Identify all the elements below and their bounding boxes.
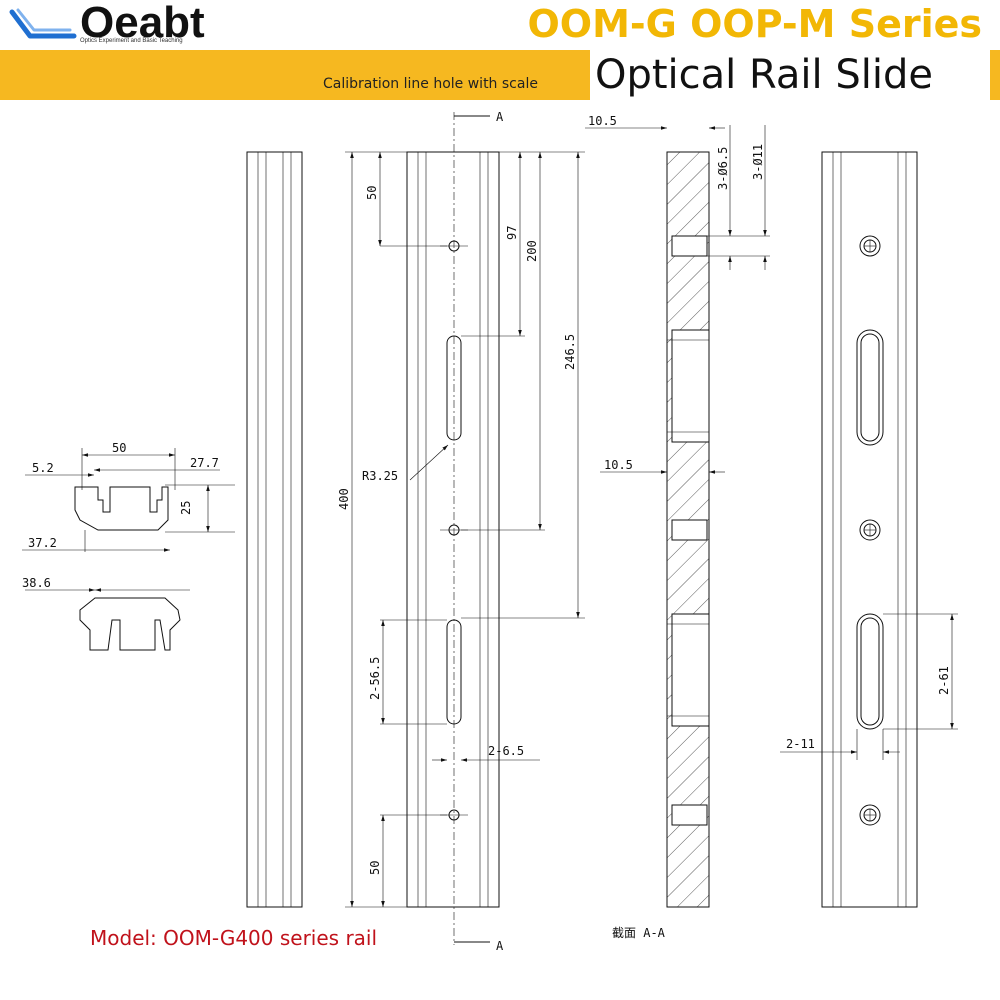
dim-section-top: 10.5 — [588, 114, 617, 128]
dim-slot-length: 2-56.5 — [368, 657, 382, 700]
section-label: 截面 A-A — [612, 926, 666, 940]
logo-icon — [9, 8, 77, 39]
header: Oeabt Optics Experiment and Basic Teachi… — [0, 0, 1000, 110]
dim-profile-bottom: 38.6 — [22, 576, 51, 590]
dim-top-slot-len: 2-61 — [937, 666, 951, 695]
banner-subtitle: Calibration line hole with scale — [323, 76, 538, 92]
section-mark-bottom: A — [496, 939, 504, 953]
section-mark-top: A — [496, 110, 504, 124]
dim-slot-width: 2-6.5 — [488, 744, 524, 758]
dim-profile-width: 50 — [112, 441, 126, 455]
dim-center-hole: 246.5 — [563, 334, 577, 370]
dim-profile-right: 27.7 — [190, 456, 219, 470]
top-view: 2-61 2-11 — [780, 151, 958, 908]
series-title: OOM-G OOP-M Series — [527, 2, 982, 46]
dim-top-slot-wid: 2-11 — [786, 737, 815, 751]
dim-top-hole: 50 — [365, 186, 379, 200]
dim-large-hole: 3-Ø11 — [751, 144, 765, 180]
model-caption: Model: OOM-G400 series rail — [90, 926, 378, 950]
dim-bottom-hole: 50 — [368, 861, 382, 875]
front-view: A A 50 97 200 246.5 R3.25 400 2-56.5 2-6… — [337, 110, 585, 953]
dim-slot-start: 97 — [505, 226, 519, 240]
section-view: 10.5 3-Ø6.5 3-Ø11 10.5 截面 A-A — [585, 114, 770, 940]
side-view — [246, 151, 303, 908]
logo-name: Oeabt — [80, 0, 205, 47]
profile-view: 50 27.7 5.2 25 37.2 38.6 — [22, 441, 235, 651]
dim-profile-base: 37.2 — [28, 536, 57, 550]
title-box — [590, 50, 990, 100]
dim-slot-end: 200 — [525, 240, 539, 262]
dim-profile-left: 5.2 — [32, 461, 54, 475]
page-title: Optical Rail Slide — [595, 52, 933, 98]
logo-tagline: Optics Experiment and Basic Teaching — [80, 38, 183, 44]
dim-profile-height: 25 — [179, 501, 193, 515]
dim-radius: R3.25 — [362, 469, 398, 483]
dim-small-hole: 3-Ø6.5 — [716, 147, 730, 190]
dim-length: 400 — [337, 488, 351, 510]
dim-section-mid: 10.5 — [604, 458, 633, 472]
